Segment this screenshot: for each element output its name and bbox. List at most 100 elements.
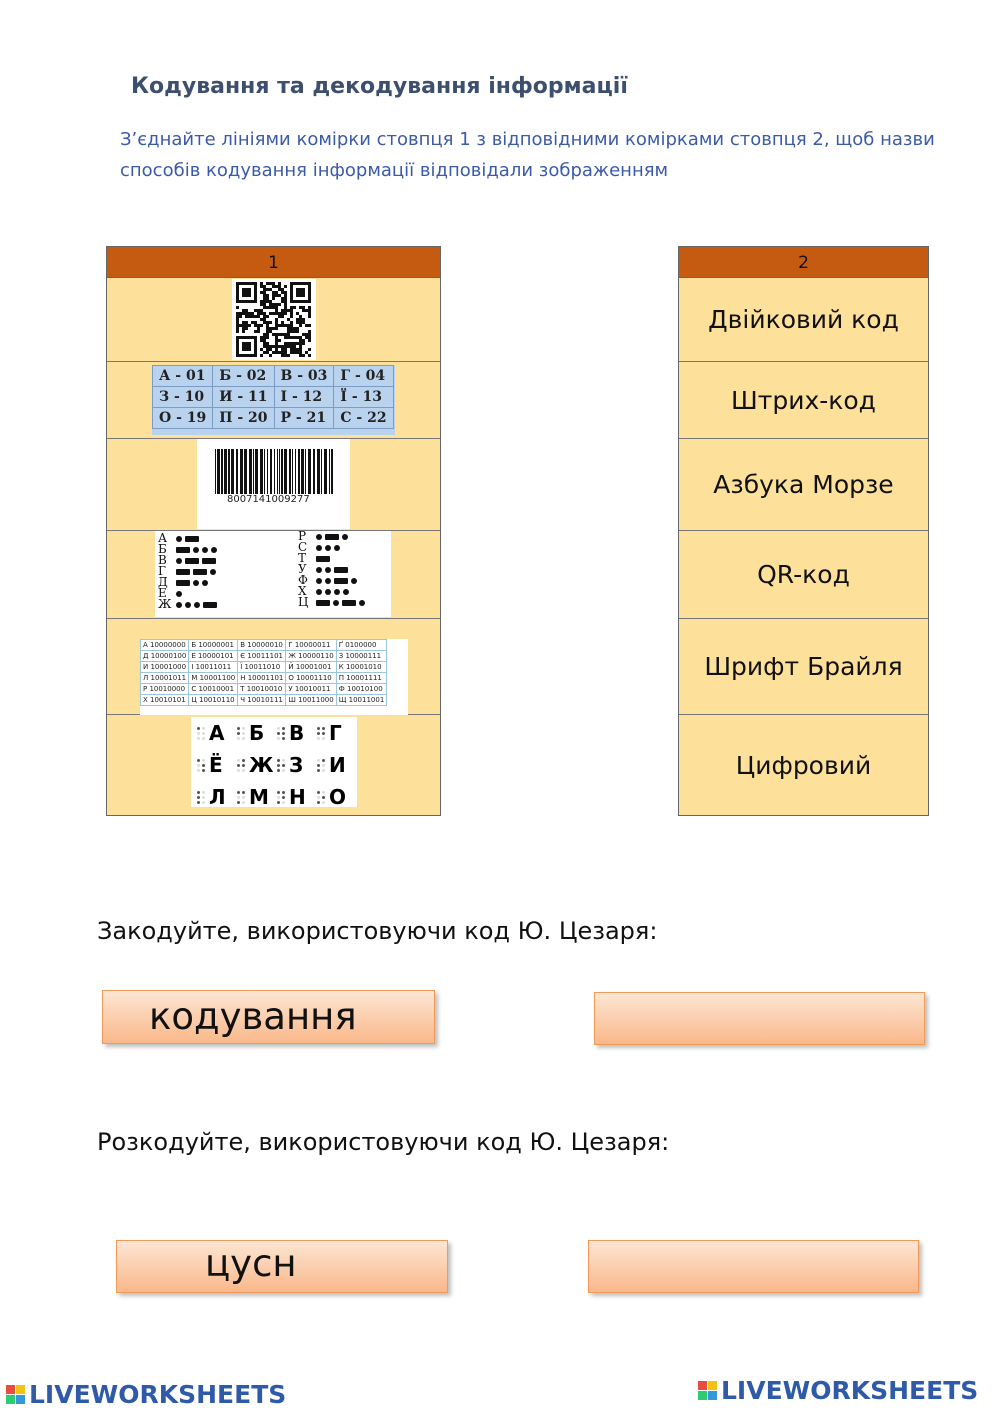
qr-module (302, 321, 305, 324)
answer-cell-binary[interactable]: Двійковий код (679, 278, 928, 362)
task-2-answer-box[interactable] (588, 1240, 919, 1293)
qr-module (245, 309, 248, 312)
answer-cell-braille[interactable]: Шрифт Брайля (679, 619, 928, 715)
morse-letter: Т (298, 551, 307, 565)
qr-module (254, 315, 257, 318)
braille-letter: А (197, 721, 237, 745)
qr-module (305, 309, 308, 312)
logo-text: LIVEWORKSHEETS (721, 1376, 979, 1405)
braille-dots-icon (197, 758, 205, 772)
qr-module (266, 306, 269, 309)
morse-dot (334, 588, 340, 595)
task-1-answer-box[interactable] (594, 992, 925, 1045)
braille-letter: Л (197, 785, 237, 807)
binary-code-cell: И 10001000 (140, 661, 190, 673)
morse-dot (316, 566, 322, 573)
morse-dash (334, 566, 348, 573)
qr-module (278, 333, 281, 336)
morse-dash (203, 601, 217, 608)
qr-module (293, 330, 296, 333)
qr-module (305, 336, 308, 339)
qr-module (263, 339, 266, 342)
qr-module (257, 324, 260, 327)
morse-letter: У (298, 562, 307, 576)
qr-module (269, 327, 272, 330)
qr-module (299, 351, 302, 354)
qr-module (281, 312, 284, 315)
morse-dot (202, 546, 208, 553)
qr-module (248, 324, 251, 327)
binary-code-cell: І 10011011 (188, 661, 239, 673)
braille-letter: Б (237, 721, 277, 745)
qr-module (269, 303, 272, 306)
qr-module (269, 345, 272, 348)
image-cell-qr[interactable] (107, 278, 440, 362)
braille-letter: О (317, 785, 357, 807)
qr-module (290, 324, 293, 327)
qr-module (248, 312, 251, 315)
qr-module (266, 282, 269, 285)
qr-module (278, 339, 281, 342)
qr-module (281, 324, 284, 327)
qr-module (242, 321, 245, 324)
morse-dash (176, 579, 190, 586)
braille-dots-icon (237, 726, 245, 740)
binary-code-cell: Р 10010000 (140, 683, 190, 695)
morse-dot (325, 577, 331, 584)
qr-module (254, 324, 257, 327)
answer-cell-morse[interactable]: Азбука Морзе (679, 439, 928, 531)
qr-module (269, 288, 272, 291)
braille-char: Ж (249, 753, 274, 777)
qr-module (275, 336, 278, 339)
answer-cell-barcode[interactable]: Штрих-код (679, 362, 928, 439)
qr-module (278, 282, 281, 285)
qr-module (275, 333, 278, 336)
answer-label: Цифровий (735, 750, 872, 780)
barcode-bar (301, 449, 304, 494)
task-1-word-box: кодування (102, 990, 435, 1044)
logo-text: LIVEWORKSHEETS (29, 1380, 287, 1409)
qr-module (299, 336, 302, 339)
digital-code-cell: О - 19 (152, 407, 214, 429)
barcode-bar (270, 449, 272, 494)
qr-module (260, 309, 263, 312)
qr-module (263, 300, 266, 303)
barcode-bar (298, 449, 300, 494)
qr-module (239, 315, 242, 318)
binary-code-cell: Ц 10010110 (188, 694, 239, 706)
barcode-bar (295, 449, 296, 494)
qr-module (290, 312, 293, 315)
morse-dash (176, 568, 190, 575)
image-cell-barcode[interactable]: 8007141009277 (107, 439, 440, 531)
qr-module (251, 312, 254, 315)
qr-module (299, 348, 302, 351)
task-1-answer-input[interactable] (595, 993, 924, 1044)
morse-dash (316, 555, 330, 562)
barcode-bar (277, 449, 278, 494)
morse-dot (316, 577, 322, 584)
qr-module (284, 294, 287, 297)
qr-module (278, 324, 281, 327)
qr-module (269, 348, 272, 351)
qr-module (266, 288, 269, 291)
binary-code-cell: М 10001100 (188, 672, 239, 684)
answer-cell-qr[interactable]: QR-код (679, 531, 928, 619)
qr-module (281, 309, 284, 312)
answer-cell-digital[interactable]: Цифровий (679, 715, 928, 815)
qr-module (257, 327, 260, 330)
qr-module (272, 297, 275, 300)
braille-char: Б (249, 721, 265, 745)
liveworksheets-logo-icon (698, 1381, 717, 1400)
task-2-answer-input[interactable] (589, 1241, 918, 1292)
morse-dot (333, 599, 339, 606)
qr-module (260, 339, 263, 342)
qr-module (284, 300, 287, 303)
qr-module (290, 309, 293, 312)
qr-module (260, 291, 263, 294)
